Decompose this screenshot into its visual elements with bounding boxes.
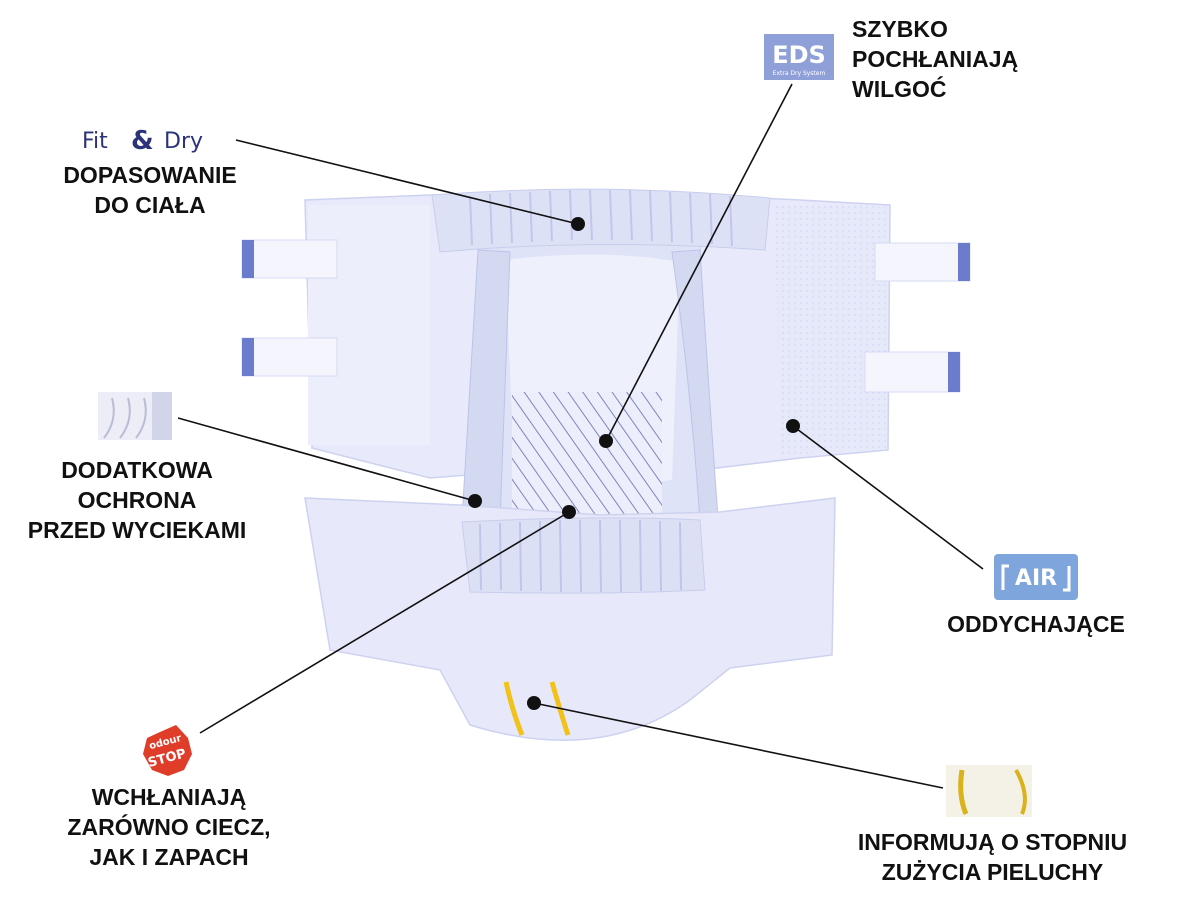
fit-dry-left: Fit: [82, 129, 108, 154]
dot-wetness: [527, 696, 541, 710]
eds-main-text: EDS: [772, 41, 826, 69]
dot-odour: [562, 505, 576, 519]
odour-stop-logo: odour STOP: [143, 725, 192, 776]
diaper-illustration: [241, 188, 971, 741]
eds-logo: EDS Extra Dry System: [764, 34, 834, 80]
callout-odour: WCHŁANIAJĄ ZARÓWNO CIECZ, JAK I ZAPACH: [67, 784, 271, 870]
callout-air: ODDYCHAJĄCE: [947, 611, 1125, 637]
callout-leak: DODATKOWA OCHRONA PRZED WYCIEKAMI: [27, 457, 247, 543]
callout-dots: [468, 217, 800, 710]
dot-fit: [571, 217, 585, 231]
air-logo: AIR: [994, 554, 1078, 600]
dot-air: [786, 419, 800, 433]
callout-wetness: INFORMUJĄ O STOPNIU ZUŻYCIA PIELUCHY: [857, 829, 1128, 885]
fit-dry-logo: Fit & Dry: [82, 126, 203, 156]
wetness-indicator-lines: [503, 681, 571, 736]
fit-dry-amp: &: [131, 126, 154, 156]
dot-leak: [468, 494, 482, 508]
leak-guard-thumbnail: [98, 392, 172, 440]
right-tapes: [864, 242, 971, 393]
callout-eds: SZYBKO POCHŁANIAJĄ WILGOĆ: [852, 16, 1019, 102]
back-waist-elastic: [431, 188, 771, 253]
leader-lines: [177, 83, 984, 789]
fit-dry-right: Dry: [164, 129, 203, 154]
left-tapes: [241, 239, 338, 377]
eds-sub-text: Extra Dry System: [773, 70, 826, 77]
eds-hatched-zone: [512, 392, 662, 520]
air-logo-text: AIR: [1015, 566, 1057, 591]
wetness-indicator-thumbnail: [946, 765, 1032, 817]
front-waist-elastic: [461, 517, 706, 594]
dot-eds: [599, 434, 613, 448]
breathable-mesh-area: [775, 205, 888, 455]
callout-fit: DOPASOWANIE DO CIAŁA: [63, 162, 237, 218]
